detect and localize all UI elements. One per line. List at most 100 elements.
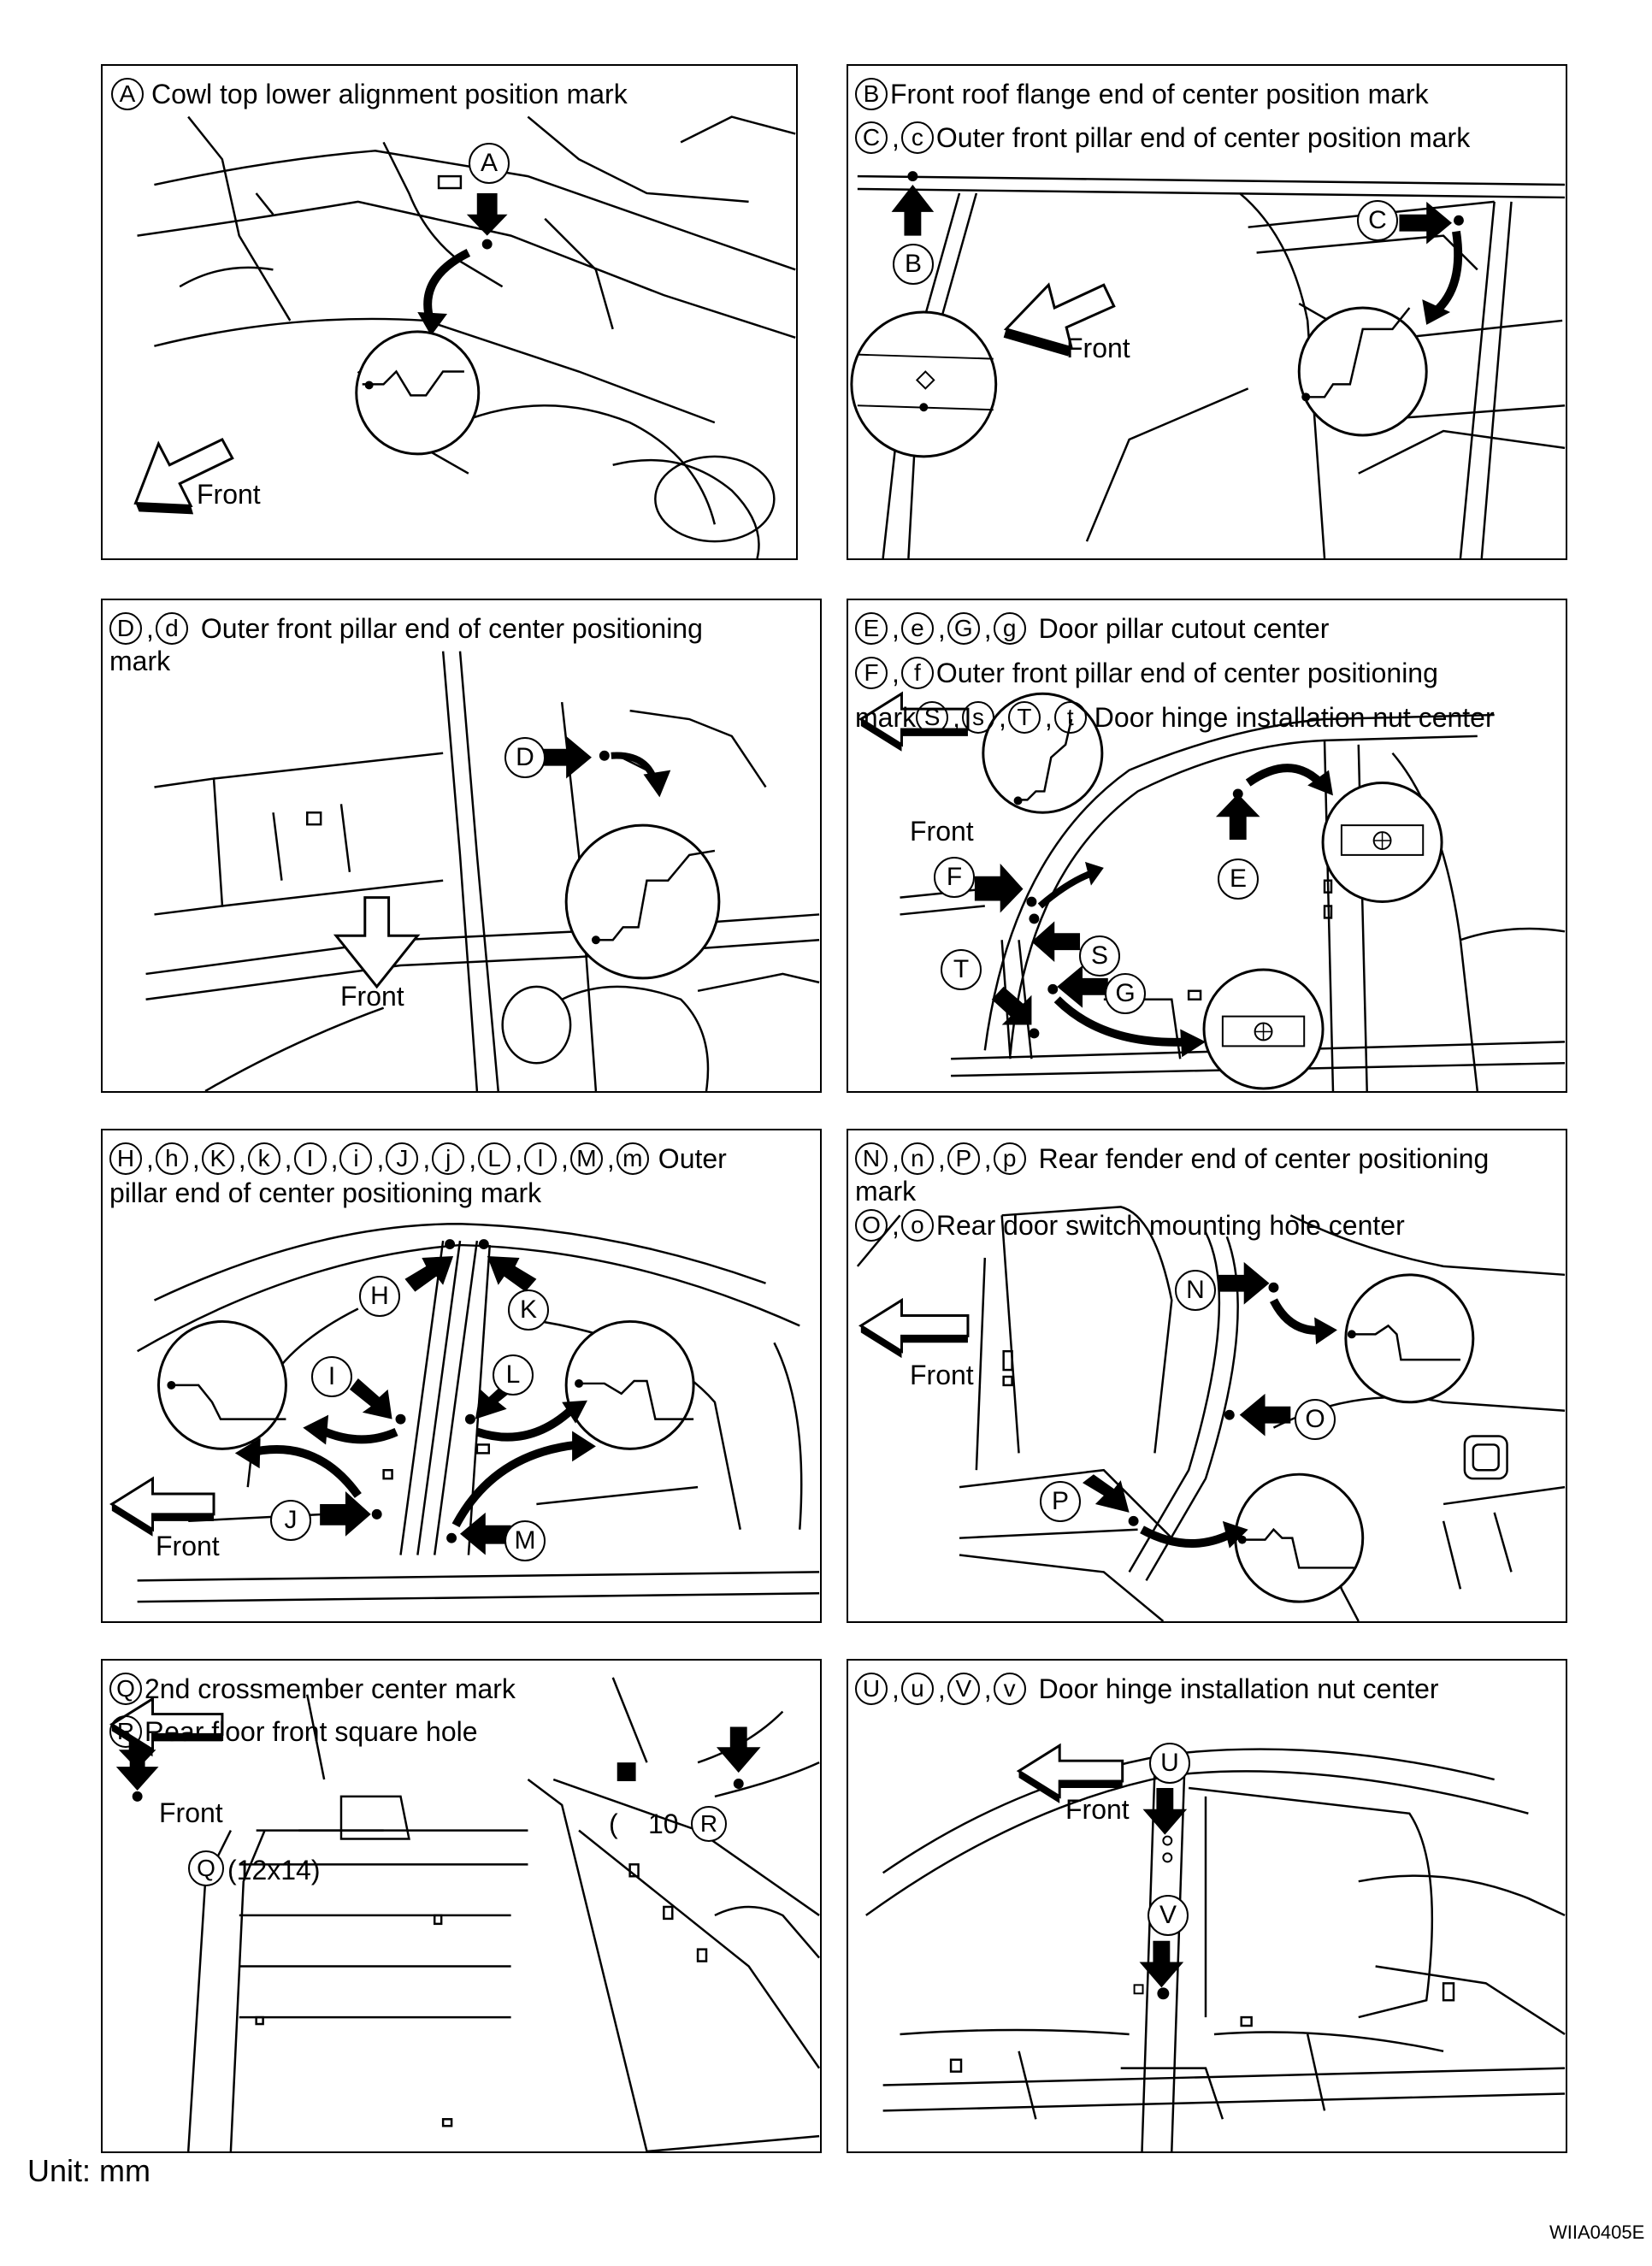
caption-circle-letter: I xyxy=(293,1142,327,1175)
panel-n-caption-line-1: N, n, P, p Rear fender end of center pos… xyxy=(855,1142,1489,1175)
caption-circle-letter: p xyxy=(993,1142,1026,1175)
panel-d-caption-line-2: mark xyxy=(109,646,171,676)
caption-text: Cowl top lower alignment position mark xyxy=(151,79,628,109)
caption-circle-letter: C xyxy=(855,121,888,154)
caption-prefix: mark xyxy=(855,702,917,733)
callout-label: R xyxy=(691,1806,727,1842)
callout-label: V xyxy=(1148,1895,1189,1936)
caption-circle-letter: t xyxy=(1053,701,1087,734)
caption-circle-letter: O xyxy=(855,1209,888,1242)
callout-label: O xyxy=(1295,1399,1336,1440)
callout-label: C xyxy=(1357,200,1398,241)
caption-circle-letter: F xyxy=(855,657,888,689)
panel-h: H, h, K, k, I, i, J, j, L, l, M, m Outer… xyxy=(101,1129,822,1623)
front-direction-label: Front xyxy=(159,1797,223,1828)
center-pillar-drawing xyxy=(109,1222,820,1603)
panel-b: B Front roof flange end of center positi… xyxy=(847,64,1567,560)
panel-e-caption-line-1: E, e, G, g Door pillar cutout center xyxy=(855,612,1329,645)
front-direction-label: Front xyxy=(197,479,261,510)
caption-text: Outer front pillar end of center positio… xyxy=(935,658,1438,688)
caption-text: Outer front pillar end of center positio… xyxy=(200,613,703,644)
front-direction-label: Front xyxy=(340,981,404,1012)
caption-circle-letter: v xyxy=(993,1673,1026,1705)
caption-circle-letter: T xyxy=(1007,701,1041,734)
caption-circle-letter: f xyxy=(900,657,934,689)
caption-circle-letter: A xyxy=(111,78,144,110)
panel-d: D , d Outer front pillar end of center p… xyxy=(101,599,822,1093)
panel-e-caption-line-3: mark S, s, T, t Door hinge installation … xyxy=(855,701,1495,734)
rear-fender-drawing xyxy=(856,1206,1566,1621)
caption-circle-letter: K xyxy=(201,1142,234,1175)
caption-circle-letter: h xyxy=(155,1142,188,1175)
callout-label: S xyxy=(1079,935,1120,977)
caption-circle-letter: B xyxy=(855,78,888,110)
panel-n-caption-line-2: mark xyxy=(855,1176,917,1207)
caption-circle-letter: e xyxy=(900,612,934,645)
caption-text: Outer front pillar end of center positio… xyxy=(935,122,1471,153)
caption-circle-letter: o xyxy=(900,1209,934,1242)
callout-label: P xyxy=(1040,1481,1081,1522)
caption-circle-letter: P xyxy=(947,1142,980,1175)
caption-circle-letter: d xyxy=(155,612,188,645)
callout-label: J xyxy=(270,1500,311,1541)
caption-circle-letter: V xyxy=(947,1673,980,1705)
caption-circle-letter: c xyxy=(900,121,934,154)
panel-n: N, n, P, p Rear fender end of center pos… xyxy=(847,1129,1567,1623)
caption-circle-letter: H xyxy=(109,1142,142,1175)
panel-b-caption-line-1: B Front roof flange end of center positi… xyxy=(855,78,1429,110)
q-size-label: (12x14) xyxy=(227,1855,321,1885)
unit-label: Unit: mm xyxy=(27,2153,150,2188)
panel-b-caption-line-2: C , c Outer front pillar end of center p… xyxy=(855,121,1470,154)
caption-circle-letter: k xyxy=(247,1142,280,1175)
caption-text: Rear fender end of center positioning xyxy=(1038,1143,1490,1174)
caption-circle-letter: D xyxy=(109,612,142,645)
panel-q-caption-line-1: Q 2nd crossmember center mark xyxy=(109,1673,516,1705)
callout-label: Q xyxy=(188,1850,224,1886)
callout-label: L xyxy=(493,1354,534,1396)
front-direction-label: Front xyxy=(1066,333,1130,363)
front-direction-label: Front xyxy=(910,816,974,847)
caption-text: Door hinge installation nut center xyxy=(1094,702,1495,733)
callout-label: K xyxy=(508,1289,549,1331)
panel-h-caption-line-2: pillar end of center positioning mark xyxy=(109,1177,542,1208)
panel-a-caption: A Cowl top lower alignment position mark xyxy=(111,78,628,110)
front-direction-label: Front xyxy=(910,1360,974,1390)
caption-circle-letter: J xyxy=(386,1142,419,1175)
panel-q: Q 2nd crossmember center mark R Rear flo… xyxy=(101,1659,822,2153)
callout-label: A xyxy=(469,143,510,184)
r-paren-open: ( xyxy=(609,1809,618,1839)
caption-circle-letter: j xyxy=(432,1142,465,1175)
caption-text: Front roof flange end of center position… xyxy=(890,79,1429,109)
panel-a: A Cowl top lower alignment position mark… xyxy=(101,64,798,560)
door-hinge-drawing xyxy=(865,1743,1566,2151)
caption-text: Door hinge installation nut center xyxy=(1038,1673,1439,1704)
callout-label: G xyxy=(1105,973,1146,1014)
caption-circle-letter: U xyxy=(855,1673,888,1705)
caption-text: Rear door switch mounting hole center xyxy=(935,1210,1405,1241)
caption-circle-letter: Q xyxy=(109,1673,142,1705)
callout-label: U xyxy=(1149,1743,1190,1784)
callout-label: N xyxy=(1175,1270,1216,1311)
caption-circle-letter: l xyxy=(524,1142,558,1175)
panel-u: U, u, V, v Door hinge installation nut c… xyxy=(847,1659,1567,2153)
callout-label: D xyxy=(504,737,546,778)
caption-circle-letter: u xyxy=(900,1673,934,1705)
panel-e: E, e, G, g Door pillar cutout center F, … xyxy=(847,599,1567,1093)
panel-d-caption-line-1: D , d Outer front pillar end of center p… xyxy=(109,612,703,645)
callout-label: F xyxy=(934,857,975,898)
front-direction-label: Front xyxy=(156,1531,220,1561)
caption-circle-letter: E xyxy=(855,612,888,645)
caption-circle-letter: m xyxy=(616,1142,649,1175)
panel-h-caption-line-1: H, h, K, k, I, i, J, j, L, l, M, m Outer xyxy=(109,1142,727,1175)
caption-circle-letter: R xyxy=(109,1715,142,1748)
caption-circle-letter: M xyxy=(569,1142,603,1175)
caption-text: Door pillar cutout center xyxy=(1038,613,1330,644)
caption-circle-letter: s xyxy=(962,701,994,734)
caption-text: Rear floor front square hole xyxy=(145,1716,478,1747)
panel-u-caption: U, u, V, v Door hinge installation nut c… xyxy=(855,1673,1439,1705)
panel-e-caption-line-2: F, f Outer front pillar end of center po… xyxy=(855,657,1438,689)
caption-circle-letter: i xyxy=(339,1142,373,1175)
front-direction-label: Front xyxy=(1065,1794,1130,1825)
callout-label: E xyxy=(1218,859,1259,900)
caption-text: Outer xyxy=(658,1143,727,1174)
